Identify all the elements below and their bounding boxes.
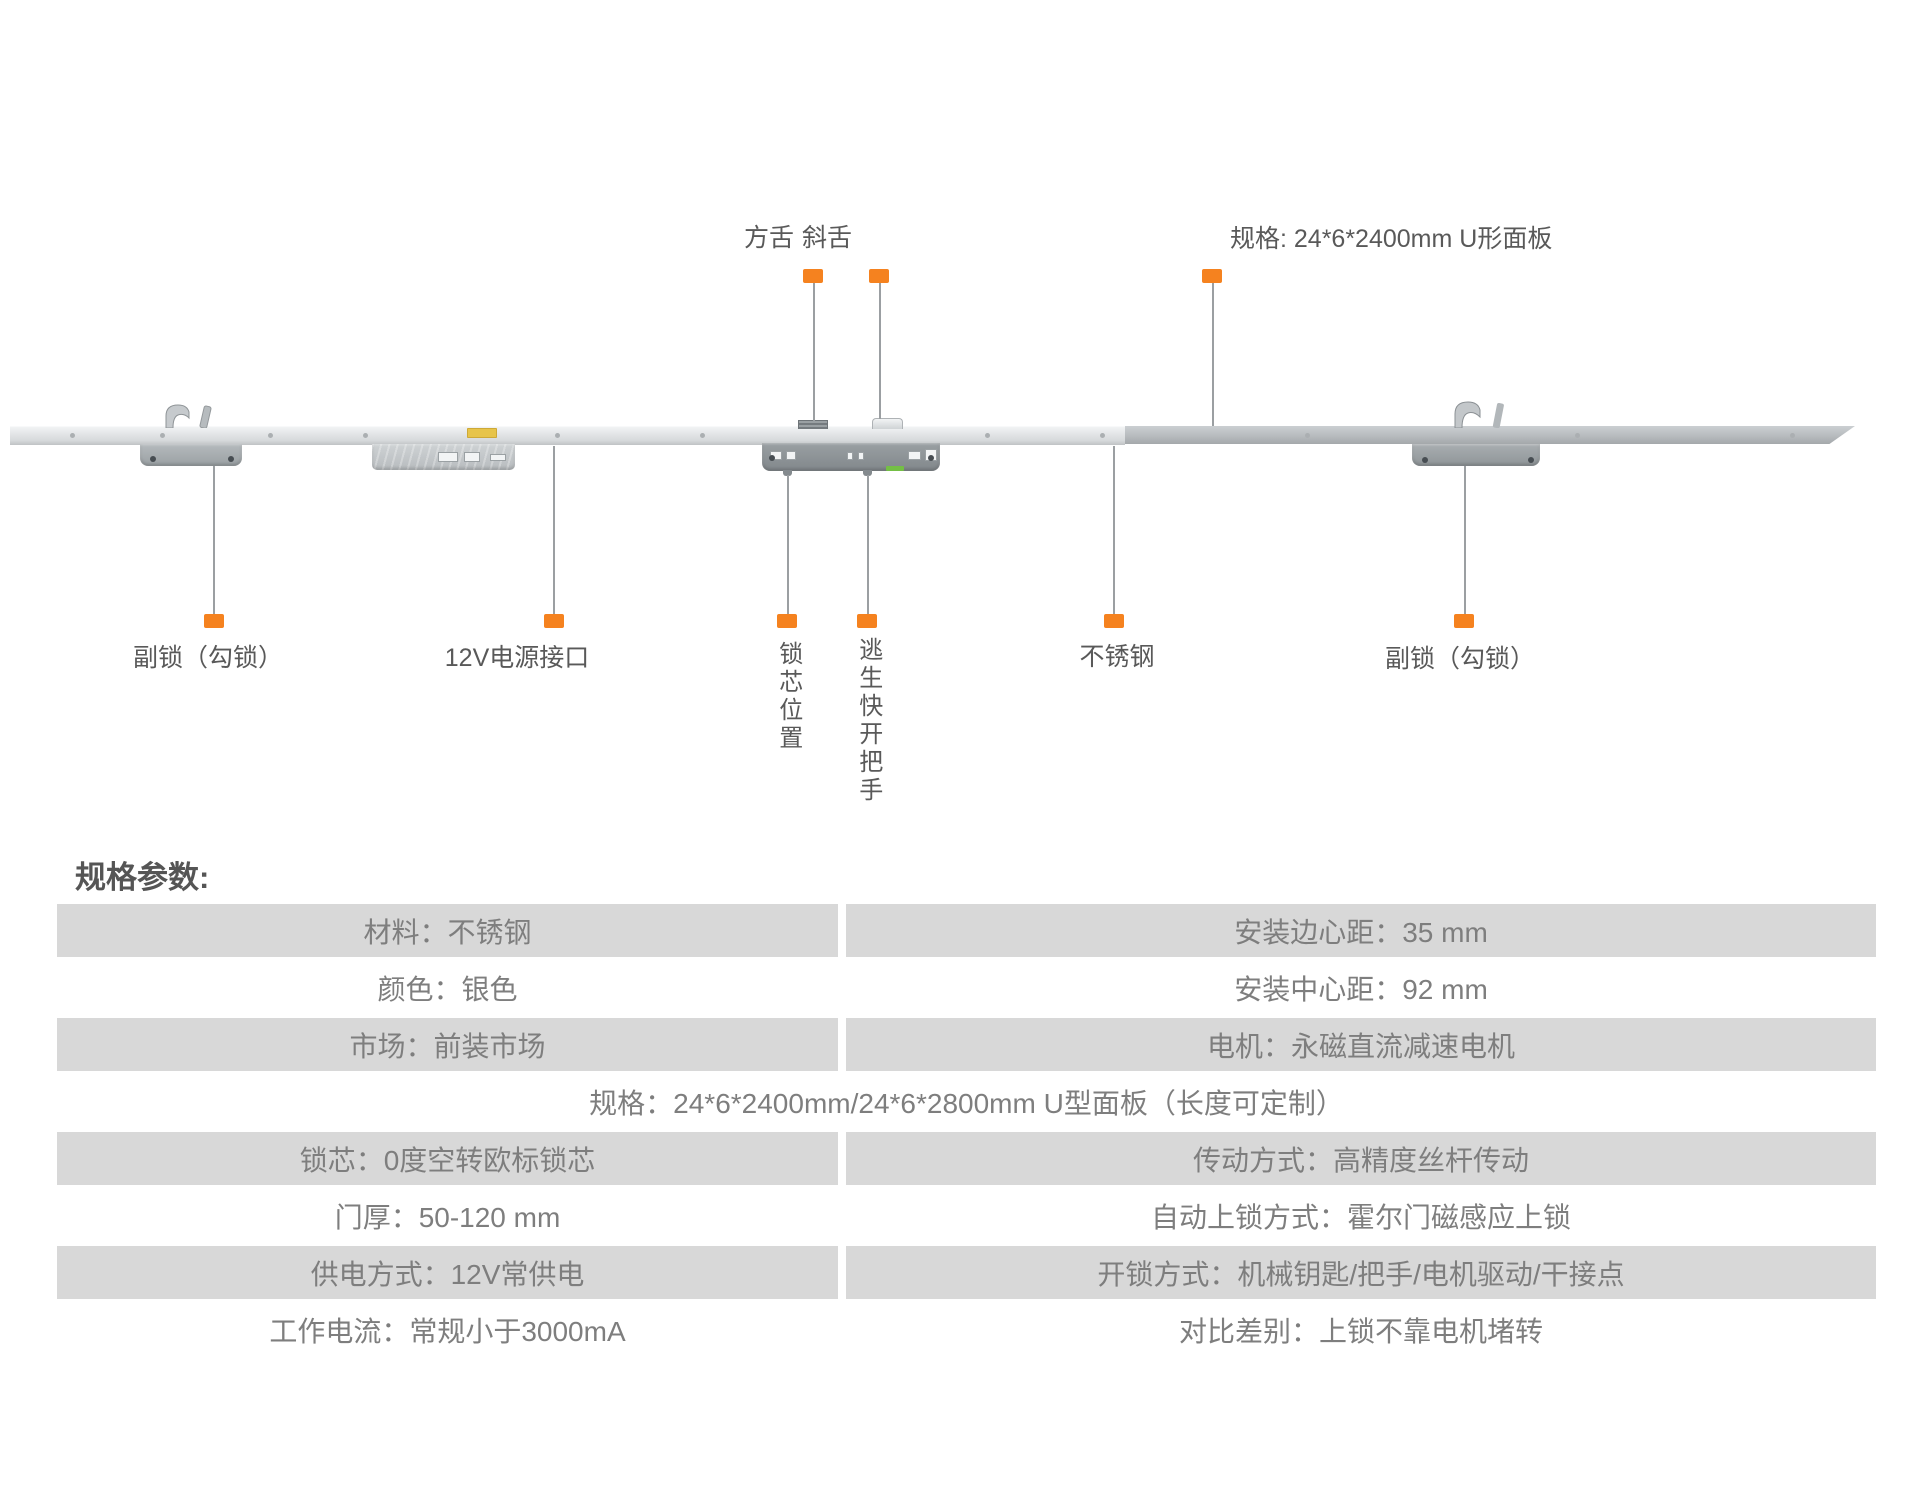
screw xyxy=(150,456,156,462)
table-row: 工作电流：常规小于3000mA 对比差别：上锁不靠电机堵转 xyxy=(57,1301,1876,1358)
spec-cell-color: 颜色：银色 xyxy=(377,973,518,1005)
callout-line xyxy=(867,475,869,614)
hook-bolt-left-icon xyxy=(165,404,212,428)
spec-cell-dimensions: 规格：24*6*2400mm/24*6*2800mm U型面板（长度可定制） xyxy=(589,1087,1344,1119)
callout-label-escape-handle: 逃生快开把手 xyxy=(854,637,882,805)
callout-label-cylinder-position: 锁芯位置 xyxy=(774,641,802,753)
callout-marker xyxy=(1104,614,1124,628)
callout-label-latch-bolt: 斜舌 xyxy=(802,224,853,252)
table-row: 市场：前装市场 电机：永磁直流减速电机 xyxy=(57,1016,1876,1073)
bar-screw xyxy=(555,433,560,438)
callout-line xyxy=(1113,446,1115,614)
case-tab xyxy=(783,470,792,476)
bar-screw xyxy=(268,433,273,438)
hook-bolt-right-icon xyxy=(1454,401,1504,428)
callout-line xyxy=(879,283,881,419)
callout-line xyxy=(553,446,555,614)
module-slot xyxy=(438,452,458,462)
callout-marker xyxy=(803,269,823,283)
bar-screw xyxy=(1100,433,1105,438)
screw xyxy=(228,456,234,462)
aux-lock-left-body xyxy=(140,444,242,466)
spec-cell-unlock-methods: 开锁方式：机械钥匙/把手/电机驱动/干接点 xyxy=(846,1246,1876,1299)
case-slot xyxy=(847,452,853,460)
callout-marker xyxy=(544,614,564,628)
bar-screw xyxy=(700,433,705,438)
callout-label-aux-lock-left: 副锁（勾锁） xyxy=(132,644,284,672)
callout-line xyxy=(1212,283,1214,426)
case-slot xyxy=(908,451,921,460)
callout-label-stainless-steel: 不锈钢 xyxy=(1079,643,1155,671)
spec-cell-market: 市场：前装市场 xyxy=(57,1018,838,1071)
latch-bolt xyxy=(872,418,903,429)
callout-marker xyxy=(1202,269,1222,283)
spec-cell-working-current: 工作电流：常规小于3000mA xyxy=(269,1315,626,1347)
bar-screw xyxy=(363,433,368,438)
callout-marker xyxy=(1454,614,1474,628)
pcb-chip xyxy=(886,466,904,471)
table-row: 门厚：50-120 mm 自动上锁方式：霍尔门磁感应上锁 xyxy=(57,1187,1876,1244)
callout-marker xyxy=(857,614,877,628)
bar-screw xyxy=(70,433,75,438)
spec-cell-difference: 对比差别：上锁不靠电机堵转 xyxy=(1178,1315,1543,1347)
case-slot xyxy=(786,451,796,460)
label-sticker xyxy=(467,428,497,438)
screw xyxy=(769,455,775,461)
screw xyxy=(1528,457,1534,463)
square-bolt xyxy=(798,420,828,429)
spec-table: 材料：不锈钢 安装边心距：35 mm 颜色：银色 安装中心距：92 mm 市场：… xyxy=(57,902,1876,1358)
screw xyxy=(928,455,934,461)
spec-cell-door-thickness: 门厚：50-120 mm xyxy=(334,1201,561,1233)
bar-screw xyxy=(1575,433,1580,438)
table-row: 规格：24*6*2400mm/24*6*2800mm U型面板（长度可定制） xyxy=(57,1073,1876,1130)
spec-cell-center-distance: 安装中心距：92 mm xyxy=(1234,973,1488,1005)
callout-label-square-bolt: 方舌 xyxy=(744,224,795,252)
faceplate-bar-right xyxy=(1125,426,1855,444)
module-slot xyxy=(490,454,506,461)
table-row: 锁芯：0度空转欧标锁芯 传动方式：高精度丝杆传动 xyxy=(57,1130,1876,1187)
callout-marker xyxy=(777,614,797,628)
bar-screw xyxy=(985,433,990,438)
bar-screw xyxy=(1305,433,1310,438)
spec-cell-auto-lock: 自动上锁方式：霍尔门磁感应上锁 xyxy=(1150,1201,1571,1233)
callout-marker xyxy=(869,269,889,283)
spec-section-heading: 规格参数: xyxy=(75,859,210,895)
module-slot xyxy=(464,452,480,462)
lock-diagram: 方舌 斜舌 规格: 24*6*2400mm U形面板 副锁（勾锁） 12V电源接… xyxy=(10,224,1855,805)
callout-line xyxy=(787,475,789,614)
callout-line xyxy=(813,283,815,421)
spec-cell-cylinder: 锁芯：0度空转欧标锁芯 xyxy=(57,1132,838,1185)
spec-cell-edge-distance: 安装边心距：35 mm xyxy=(846,904,1876,957)
callout-marker xyxy=(204,614,224,628)
screw xyxy=(1422,457,1428,463)
spec-cell-motor: 电机：永磁直流减速电机 xyxy=(846,1018,1876,1071)
aux-lock-right-body xyxy=(1412,444,1540,466)
callout-label-aux-lock-right: 副锁（勾锁） xyxy=(1384,645,1536,673)
table-row: 供电方式：12V常供电 开锁方式：机械钥匙/把手/电机驱动/干接点 xyxy=(57,1244,1876,1301)
case-tab xyxy=(863,470,872,476)
case-slot xyxy=(858,452,864,460)
spec-cell-power-supply: 供电方式：12V常供电 xyxy=(57,1246,838,1299)
callout-line xyxy=(213,466,215,614)
table-row: 材料：不锈钢 安装边心距：35 mm xyxy=(57,902,1876,959)
callout-label-panel-spec: 规格: 24*6*2400mm U形面板 xyxy=(1230,225,1553,253)
bar-screw xyxy=(160,433,165,438)
callout-label-power-port: 12V电源接口 xyxy=(444,644,590,672)
spec-cell-material: 材料：不锈钢 xyxy=(57,904,838,957)
bar-screw xyxy=(1790,433,1795,438)
callout-line xyxy=(1464,466,1466,614)
table-row: 颜色：银色 安装中心距：92 mm xyxy=(57,959,1876,1016)
spec-cell-transmission: 传动方式：高精度丝杆传动 xyxy=(846,1132,1876,1185)
faceplate-bar-left xyxy=(10,426,1125,445)
